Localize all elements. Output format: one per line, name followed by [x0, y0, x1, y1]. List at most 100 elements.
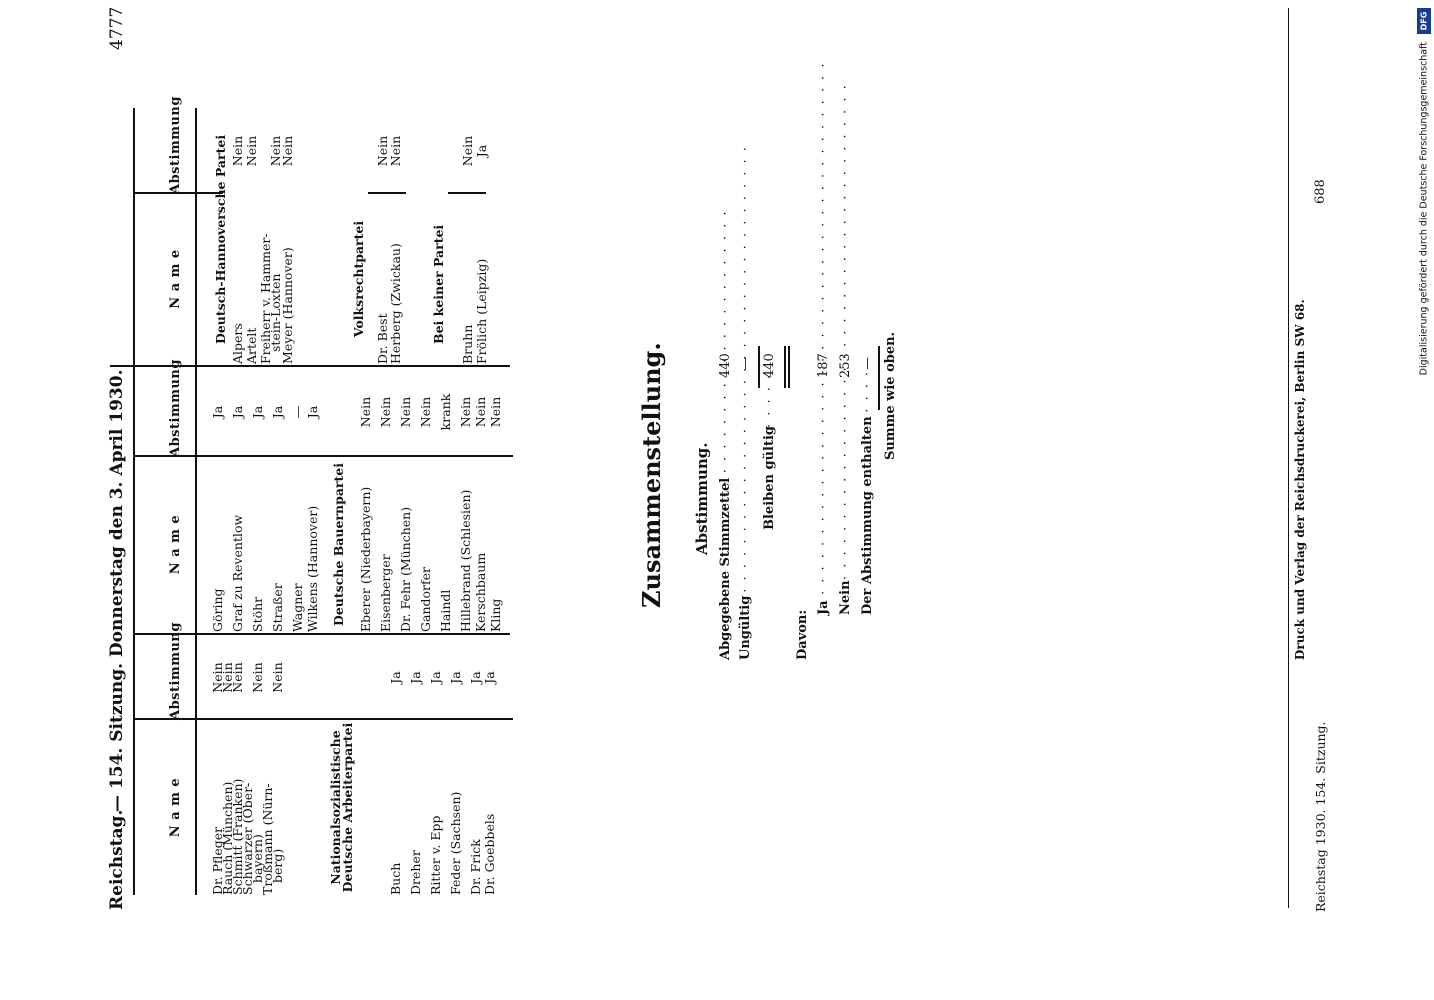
table-row-vote: Nein — [250, 662, 265, 693]
summary-summe-label: Summe wie oben. — [883, 331, 898, 460]
table-row-vote: Nein — [280, 135, 295, 167]
table-row-name: Wilkens (Hannover) — [305, 505, 320, 632]
table-row-name: Dr. Best — [375, 313, 390, 364]
table-row-vote: Ja — [448, 671, 463, 684]
table-row-vote: Ja — [210, 405, 225, 419]
page-number: 4777 — [107, 6, 127, 50]
table-row-name: Frölich (Leipzig) — [474, 258, 489, 364]
col3-vote-rule-top — [133, 192, 223, 194]
summary-rule-2 — [784, 346, 786, 388]
table-row-vote: Nein — [488, 396, 503, 428]
summary-nein-label: Nein — [838, 580, 853, 615]
table-row-vote: Ja — [428, 671, 443, 684]
name-column-header: N a m e — [168, 514, 183, 575]
running-header: Reichstag. — 154. Sitzung. Donnerstag de… — [97, 6, 137, 910]
footer-number: 688 — [1313, 179, 1328, 204]
party-heading-volksrecht: Volksrechtpartei — [351, 220, 366, 338]
header-center: — 154. Sitzung. Donnerstag den 3. April … — [107, 369, 127, 813]
summary-enthalten-value: — — [860, 357, 875, 370]
table-row-name: Herberg (Zwickau) — [388, 243, 403, 364]
table-row-name: Graf zu Reventlow — [230, 514, 245, 632]
table-column-1: N a m e Abstimmung Dr. Pfleger Nein Rauc… — [133, 622, 513, 895]
table-row-vote: Ja — [250, 405, 265, 419]
dfg-credit-svg: DFG Digitalisierung gefördert durch die … — [1417, 8, 1431, 376]
table-column-2: N a m e Abstimmung Göring Ja Graf zu Rev… — [133, 359, 513, 632]
table-row-vote: Ja — [388, 671, 403, 684]
table-row-name: Göring — [210, 588, 225, 632]
table-row-vote: Nein — [460, 135, 475, 167]
table-row-vote: Nein — [398, 396, 413, 428]
table-row-vote: Nein — [244, 135, 259, 167]
dfg-credit: DFG Digitalisierung gefördert durch die … — [1416, 8, 1432, 568]
table-row-vote: Nein — [358, 396, 373, 428]
table-row-vote: Nein — [473, 396, 488, 428]
dfg-credit-text: Digitalisierung gefördert durch die Deut… — [1419, 42, 1430, 376]
table-row-vote: — — [290, 405, 305, 419]
table-row-vote: Nein — [270, 662, 285, 693]
vote-column-header: Abstimmung — [168, 359, 183, 457]
table-row-name: Gandorfer — [418, 567, 433, 632]
table-row-name: Straßer — [270, 583, 285, 632]
table-row-name: Dr. Frick — [468, 839, 483, 895]
vote-column-header: Abstimmung — [168, 96, 183, 194]
table-row-name: Feder (Sachsen) — [448, 791, 463, 895]
summary-nein-value: 253 — [838, 353, 853, 378]
summary-ja-value: 187 — [816, 353, 831, 378]
footer-left: Reichstag 1930. 154. Sitzung. — [1313, 721, 1328, 912]
summary-title: Zusammenstellung. — [637, 342, 666, 608]
summary-rule-3 — [788, 346, 790, 388]
party-heading-nsdap-2: Deutsche Arbeiterpartei — [340, 722, 355, 893]
name-column-header: N a m e — [168, 777, 183, 838]
table-row-name: Bruhn — [460, 324, 475, 364]
table-row-vote: Ja — [468, 671, 483, 684]
summary-rule-1 — [758, 346, 760, 388]
party-heading-hannoversche: Deutsch-Hannoversche Partei — [213, 134, 228, 344]
table-row-name: Alpers — [230, 323, 245, 364]
table-row-vote: Ja — [482, 671, 497, 684]
table-row-name: Ritter v. Epp — [428, 815, 443, 895]
table-row-name: Stöhr — [250, 596, 265, 632]
summary-davon-label: Davon: — [795, 609, 810, 660]
summary-subtitle: Abstimmung. — [693, 442, 711, 555]
summary-rule-4 — [878, 346, 880, 410]
table-row-vote: Nein — [378, 396, 393, 428]
table-row-name: Wagner — [290, 583, 305, 632]
table-row-name: Dr. Fehr (München) — [398, 506, 413, 632]
table-row-name: Meyer (Hannover) — [280, 247, 295, 364]
table-row-vote: Ja — [305, 405, 320, 419]
imprint-text: Druck und Verlag der Reichsdruckerei, Be… — [1293, 299, 1307, 660]
table-row-name: berg) — [270, 848, 285, 883]
summary-enthalten-label: Der Abstimmung enthalten — [860, 416, 875, 615]
table-row-name: Eisenberger — [378, 554, 393, 632]
table-column-3: N a m e Abstimmung Deutsch-Hannoversche … — [133, 96, 513, 364]
table-row-vote: Nein — [458, 396, 473, 428]
summary-ja-label: Ja — [816, 600, 831, 615]
table-row-vote: Nein — [388, 135, 403, 167]
table-row-vote: Nein — [230, 135, 245, 167]
party-heading-bauernpartei: Deutsche Bauernpartei — [331, 463, 346, 626]
party-heading-keine-partei: Bei keiner Partei — [431, 224, 446, 344]
table-row-vote: Nein — [230, 662, 245, 693]
table-row-name: Kerschbaum — [473, 552, 488, 632]
dfg-logo-box — [1417, 8, 1431, 34]
summary-bleiben-label: Bleiben gültig — [762, 426, 777, 530]
summary-abgegebene-value: 440 — [718, 353, 733, 378]
table-row-vote: Nein — [418, 396, 433, 428]
name-column-header: N a m e — [168, 249, 183, 309]
table-row-name: Hillebrand (Schlesien) — [458, 489, 473, 632]
table-row-vote: Ja — [408, 671, 423, 684]
summary-bleiben-value: 440 — [762, 353, 777, 378]
table-row-vote: Ja — [270, 405, 285, 419]
table-row-name: Dr. Goebbels — [482, 813, 497, 895]
table-row-name: Dreher — [408, 850, 423, 895]
imprint-rule — [1288, 8, 1289, 908]
table-row-name: Artelt — [244, 327, 259, 364]
table-row-name: Haindl — [438, 589, 453, 632]
table-row-vote: Ja — [230, 405, 245, 419]
table-row-name: Buch — [388, 862, 403, 895]
summary-ungueltig-label: Ungültig — [738, 595, 753, 660]
table-row-vote: krank — [438, 393, 453, 431]
col2-vote-rule — [133, 455, 513, 457]
